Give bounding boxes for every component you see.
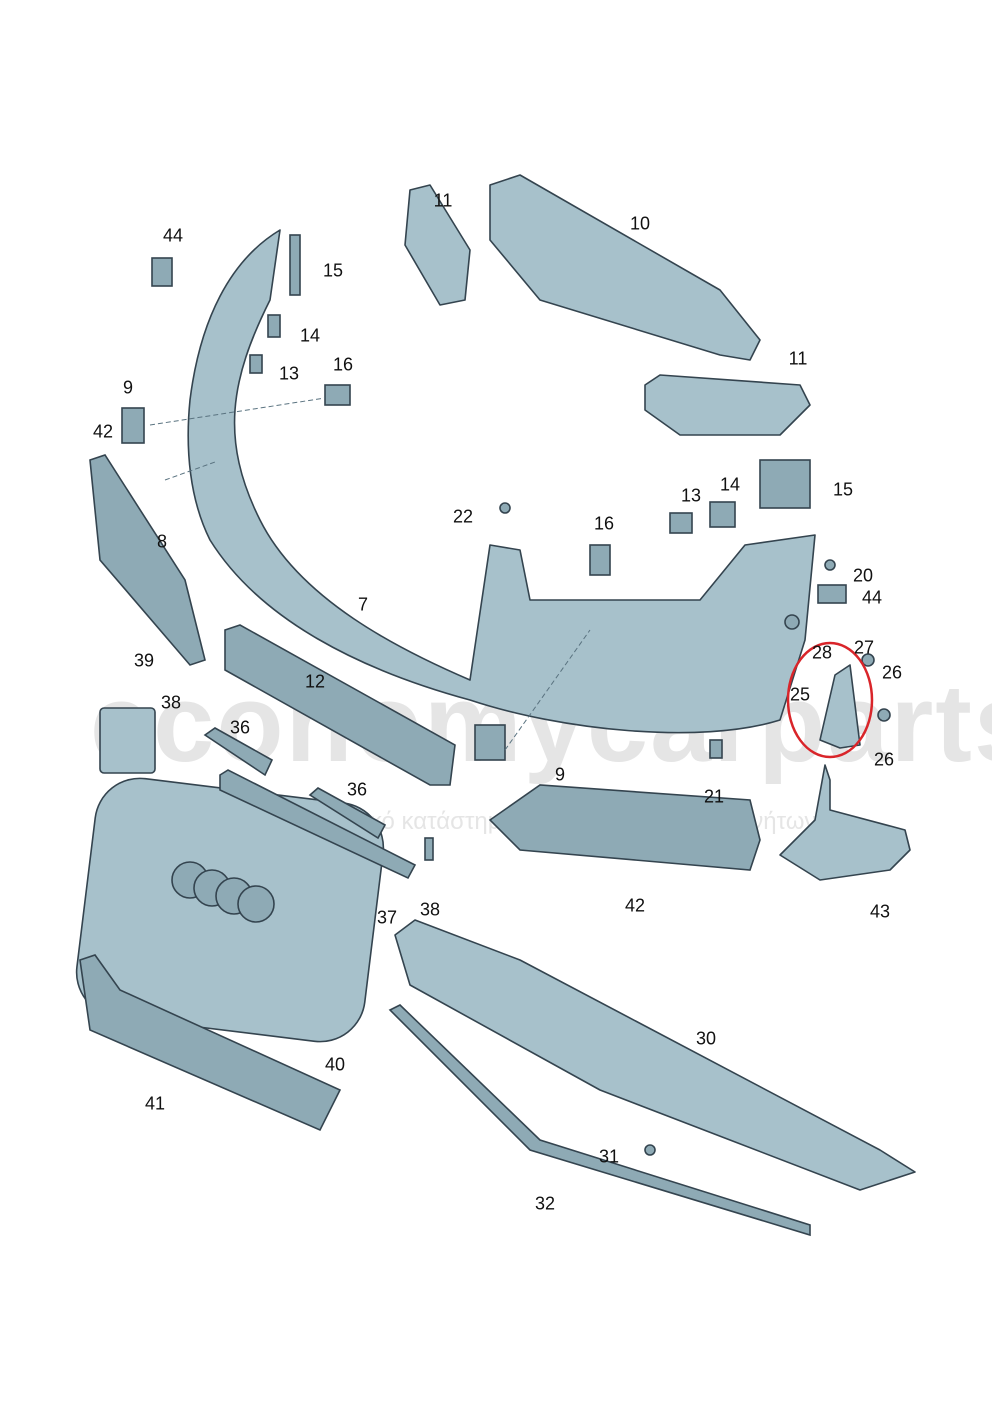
part-27-nut [861,653,875,667]
part-number-label: 39 [133,650,155,671]
part-number-label: 22 [452,506,474,527]
part-14-clip [709,501,736,528]
part-number-label: 43 [869,901,891,922]
part-number-label: 32 [534,1193,556,1214]
audi-ring [237,885,275,923]
part-number-label: 10 [629,213,651,234]
part-number-label: 38 [160,692,182,713]
part-number-label: 44 [162,225,184,246]
part-16-clip [589,544,611,576]
part-number-label: 15 [832,479,854,500]
part-11-bracket-right [644,374,811,436]
part-15-bracket [289,234,301,296]
part-26-nut [877,708,891,722]
part-number-label: 20 [852,565,874,586]
part-15-bracket [759,459,811,509]
highlight-circle [786,641,874,759]
guide-line [164,461,216,481]
part-number-label: 16 [593,513,615,534]
part-37-strip [219,769,417,880]
part-number-label: 14 [299,325,321,346]
part-number-label: 42 [624,895,646,916]
part-39-repair-kit [99,707,156,774]
part-number-label: 15 [322,260,344,281]
part-number-label: 13 [278,363,300,384]
part-number-label: 42 [92,421,114,442]
part-number-label: 36 [229,717,251,738]
part-number-label: 12 [304,671,326,692]
part-8-grille-side [89,454,206,666]
part-21-clip [709,739,723,759]
part-30-underbody-panel [394,919,916,1191]
part-number-label: 37 [376,907,398,928]
part-number-label: 7 [357,594,369,615]
part-number-label: 9 [554,764,566,785]
part-20-screw [824,559,836,571]
part-38-clip [424,837,434,861]
part-22-screw [499,502,511,514]
part-number-label: 25 [789,684,811,705]
part-number-label: 36 [346,779,368,800]
part-number-label: 11 [433,190,453,211]
part-number-label: 40 [324,1054,346,1075]
part-number-label: 28 [811,642,833,663]
part-number-label: 38 [419,899,441,920]
part-16-clip [324,384,351,406]
guide-line [504,629,591,751]
part-11-bracket-left [404,184,471,306]
part-number-label: 30 [695,1028,717,1049]
part-number-label: 11 [788,348,808,369]
part-number-label: 21 [703,786,725,807]
part-31-screw [644,1144,656,1156]
part-13-clip [249,354,263,374]
part-12-reinforcement [224,624,456,786]
part-25-mount [819,664,861,749]
part-13-clip [669,512,693,534]
part-number-label: 8 [156,531,168,552]
part-number-label: 16 [332,354,354,375]
part-10-carrier [489,174,761,361]
part-9-cover [474,724,506,761]
part-number-label: 41 [144,1093,166,1114]
part-number-label: 14 [719,474,741,495]
part-number-label: 31 [598,1146,620,1167]
part-26-nut [784,614,800,630]
part-42-grille-right [488,784,761,871]
part-number-label: 9 [122,377,134,398]
part-41-lower-strip [79,954,342,1132]
part-number-label: 26 [881,662,903,683]
part-44-cap [151,257,173,287]
part-number-label: 27 [853,637,875,658]
part-36-strip [308,787,387,840]
part-7-bumper-cover [187,229,816,734]
part-number-label: 44 [861,587,883,608]
part-9-cover [121,407,145,444]
part-36-strip [203,727,274,777]
part-number-label: 13 [680,485,702,506]
part-43-bracket [779,764,911,881]
part-32-trim-strip [388,1004,811,1237]
part-44-cap [817,584,847,604]
part-number-label: 26 [873,749,895,770]
part-14-clip [267,314,281,338]
guide-line [149,397,326,426]
